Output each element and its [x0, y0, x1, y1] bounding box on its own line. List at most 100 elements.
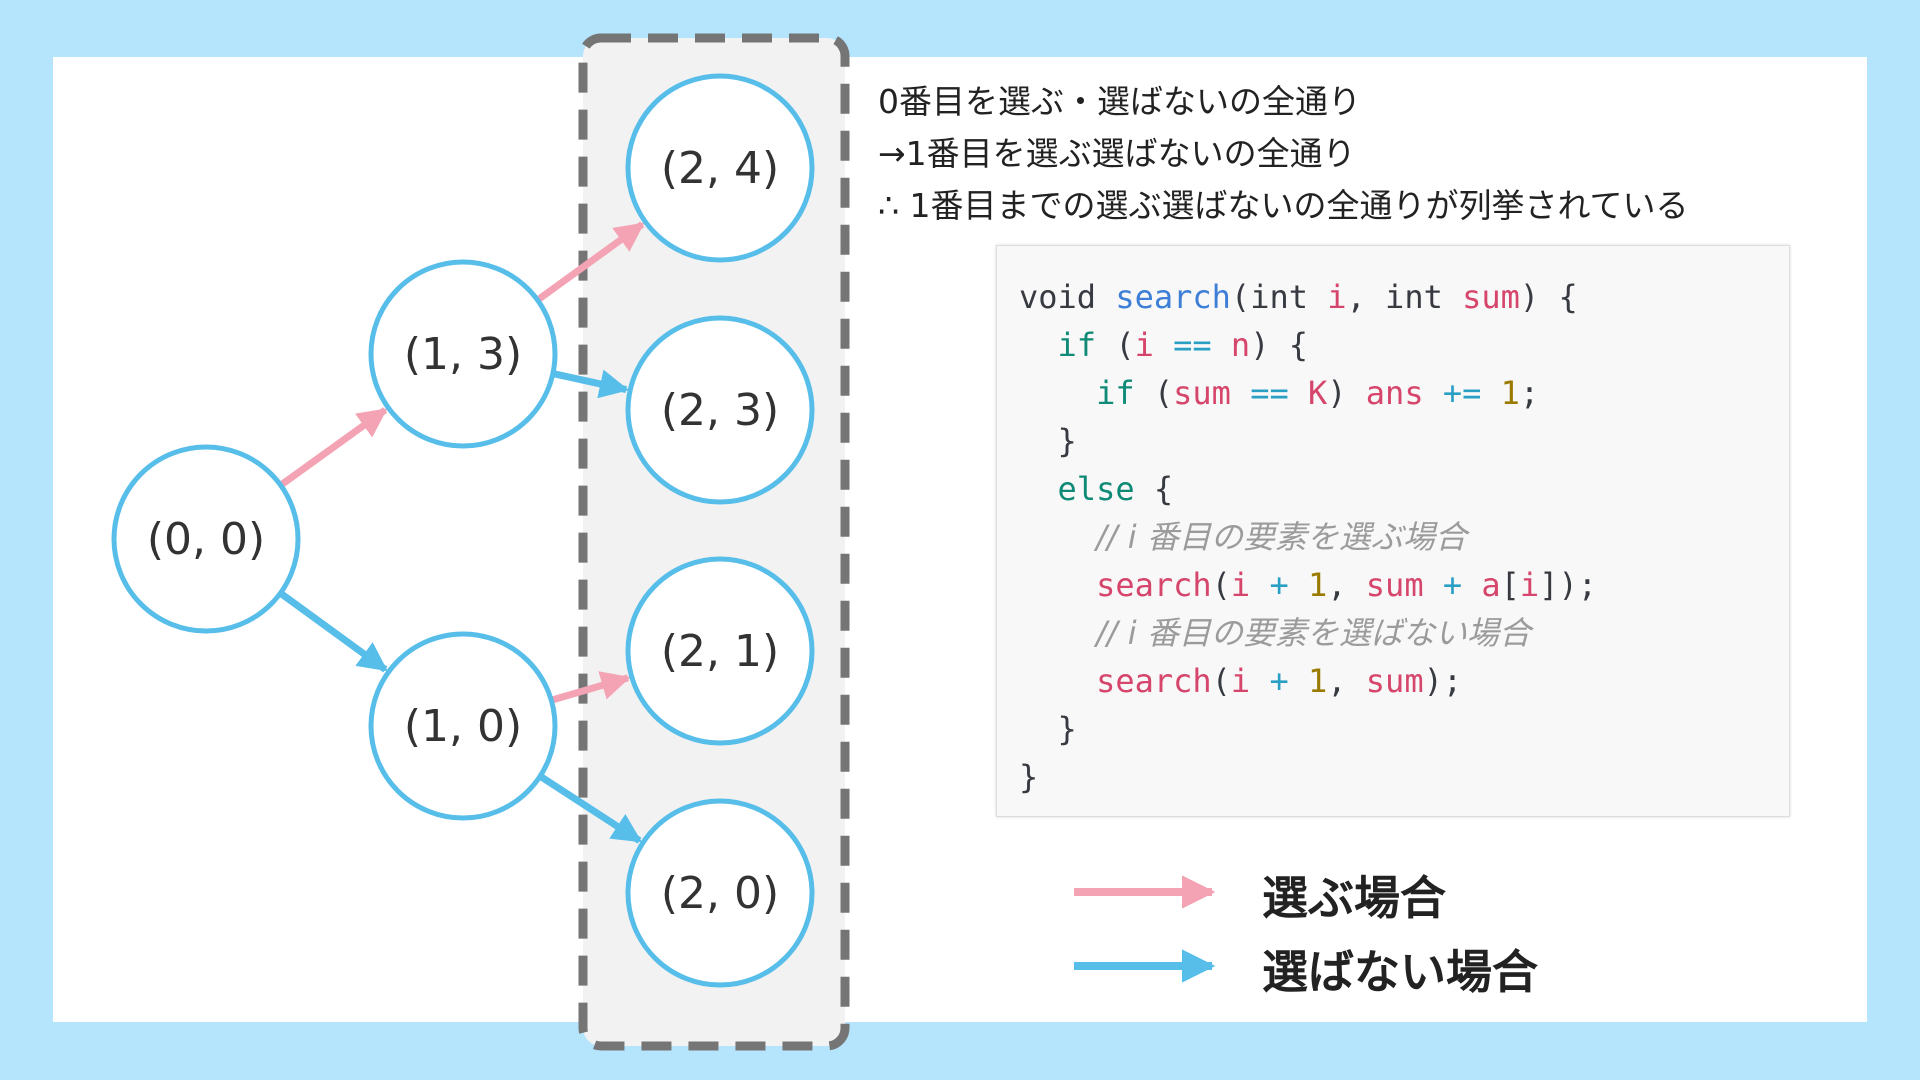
node-circle — [368, 631, 558, 821]
code-token — [1212, 326, 1231, 364]
code-token: + — [1269, 662, 1289, 700]
tree-node: (2, 3) — [625, 315, 815, 505]
node-circle — [625, 73, 815, 263]
code-token: , — [1327, 662, 1366, 700]
code-token: ( — [1134, 374, 1174, 412]
code-token — [1424, 374, 1443, 412]
code-token — [1289, 662, 1308, 700]
code-token: void — [1019, 278, 1116, 316]
skip-arrow — [278, 590, 388, 673]
code-line: if (i == n) { — [1019, 321, 1597, 369]
legend-skip-label: 選ばない場合 — [1262, 945, 1538, 999]
code-line: search(i + 1, sum + a[i]); — [1019, 561, 1597, 609]
node-label: (0, 0) — [147, 514, 265, 565]
code-token — [1289, 374, 1308, 412]
code-line: if (sum == K) ans += 1; — [1019, 369, 1597, 417]
tree-node: (2, 1) — [625, 556, 815, 746]
code-token: if — [1096, 374, 1135, 412]
tree-node: (2, 4) — [625, 73, 815, 263]
code-token: n — [1230, 326, 1251, 364]
code-block: void search(int i, int sum) { if (i == n… — [996, 245, 1790, 817]
code-token: ( — [1096, 326, 1135, 364]
code-token — [1154, 326, 1173, 364]
code-listing: void search(int i, int sum) { if (i == n… — [1019, 273, 1597, 801]
tree-node: (1, 0) — [368, 631, 558, 821]
code-token: K — [1307, 374, 1328, 412]
node-label: (2, 1) — [661, 626, 779, 677]
code-token: == — [1173, 326, 1212, 364]
code-token — [1019, 518, 1096, 556]
level-two-highlight-box — [578, 33, 850, 1051]
code-line: // i 番目の要素を選ぶ場合 — [1019, 513, 1597, 561]
node-label: (2, 0) — [661, 868, 779, 919]
code-token — [1019, 662, 1096, 700]
code-token — [1231, 374, 1250, 412]
code-token: ans — [1365, 374, 1424, 412]
code-token: ]); — [1539, 566, 1597, 604]
tree-node: (1, 3) — [368, 259, 558, 449]
code-token — [1019, 326, 1058, 364]
code-comment: // i 番目の要素を選ばない場合 — [1096, 614, 1531, 652]
code-line: } — [1019, 705, 1597, 753]
code-token: ; — [1519, 374, 1540, 412]
node-circle — [111, 444, 301, 634]
code-token: , — [1327, 566, 1366, 604]
code-token — [1289, 566, 1308, 604]
code-token: sum — [1173, 374, 1231, 412]
node-circle — [368, 259, 558, 449]
code-token: i — [1519, 566, 1540, 604]
code-token — [1481, 374, 1500, 412]
code-token: == — [1250, 374, 1289, 412]
node-label: (2, 3) — [661, 385, 779, 436]
select-arrow — [278, 407, 388, 489]
code-token: sum — [1365, 566, 1424, 604]
code-token: + — [1269, 566, 1289, 604]
skip-arrow — [538, 773, 642, 844]
code-line: search(i + 1, sum); — [1019, 657, 1597, 705]
code-token: ) { — [1250, 326, 1308, 364]
select-arrow — [550, 671, 631, 704]
node-circle — [625, 556, 815, 746]
edges-layer — [278, 221, 645, 844]
node-circle — [625, 315, 815, 505]
code-line: void search(int i, int sum) { — [1019, 273, 1597, 321]
code-token: i — [1327, 278, 1347, 316]
code-line: else { — [1019, 465, 1597, 513]
node-label: (2, 4) — [661, 143, 779, 194]
code-token: ) { — [1519, 278, 1578, 316]
code-token: [ — [1500, 566, 1520, 604]
code-token — [1424, 566, 1443, 604]
code-token: , int — [1346, 278, 1463, 316]
code-token: 1 — [1307, 662, 1328, 700]
code-token — [1019, 374, 1096, 412]
code-token: } — [1019, 758, 1039, 796]
code-token — [1019, 614, 1096, 652]
node-label: (1, 3) — [404, 329, 522, 380]
code-token — [1019, 470, 1058, 508]
select-arrow — [535, 221, 645, 303]
code-token: search — [1096, 662, 1212, 700]
code-line: } — [1019, 753, 1597, 801]
code-token: 1 — [1307, 566, 1328, 604]
code-token: 1 — [1500, 374, 1520, 412]
code-token: search — [1096, 566, 1212, 604]
code-token: { — [1134, 470, 1174, 508]
code-comment: // i 番目の要素を選ぶ場合 — [1096, 518, 1467, 556]
tree-node: (0, 0) — [111, 444, 301, 634]
code-token: sum — [1462, 278, 1520, 316]
nodes-layer: (0, 0) (1, 3) (1, 0) (2, 4) (2, 3) (2, 1) (2, … — [111, 73, 815, 988]
code-token: + — [1442, 566, 1463, 604]
code-token: ( — [1211, 662, 1231, 700]
node-circle — [625, 798, 815, 988]
code-token — [1462, 566, 1481, 604]
code-token: ) — [1327, 374, 1366, 412]
skip-arrow — [552, 369, 630, 399]
code-token: a — [1481, 566, 1501, 604]
code-token: i — [1230, 662, 1251, 700]
code-token: ( — [1211, 566, 1231, 604]
note-line: →1番目を選ぶ選ばないの全通り — [878, 134, 1356, 173]
code-token: += — [1442, 374, 1482, 412]
node-label: (1, 0) — [404, 701, 522, 752]
